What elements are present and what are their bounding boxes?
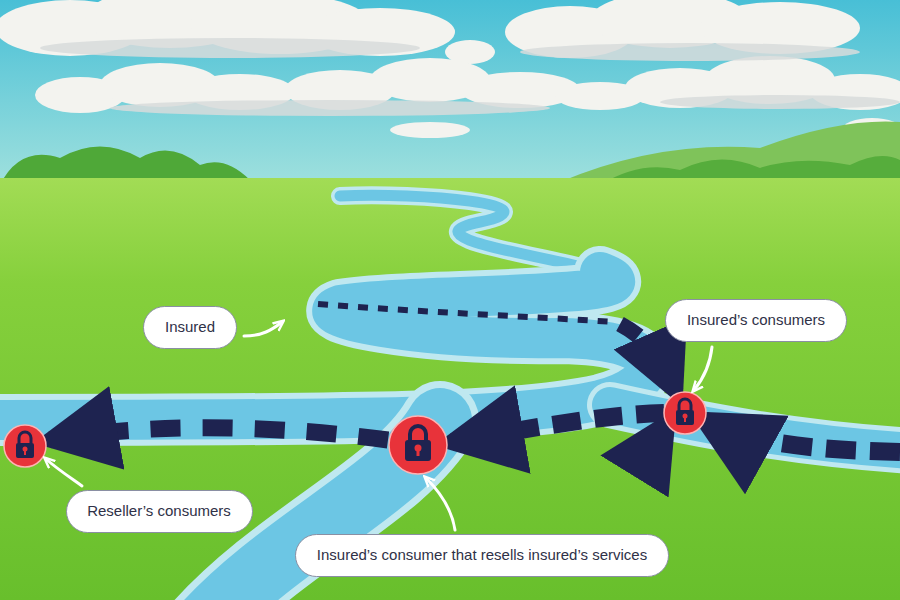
clouds	[0, 0, 900, 142]
river	[0, 195, 900, 600]
callout-pill: Insured’s consumer that resells insured’…	[295, 534, 669, 577]
callout-pill: Insured’s consumers	[665, 299, 847, 342]
callout-text: Reseller’s consumers	[87, 502, 232, 520]
callout-text: Insured’s consumer that resells insured’…	[316, 546, 648, 564]
callout-text: Insured’s consumers	[686, 311, 826, 329]
callout-text: Insured	[164, 318, 216, 336]
callout-pill: Insured	[143, 306, 237, 349]
lock-icons	[4, 392, 706, 474]
callout-pill: Reseller’s consumers	[66, 490, 253, 533]
